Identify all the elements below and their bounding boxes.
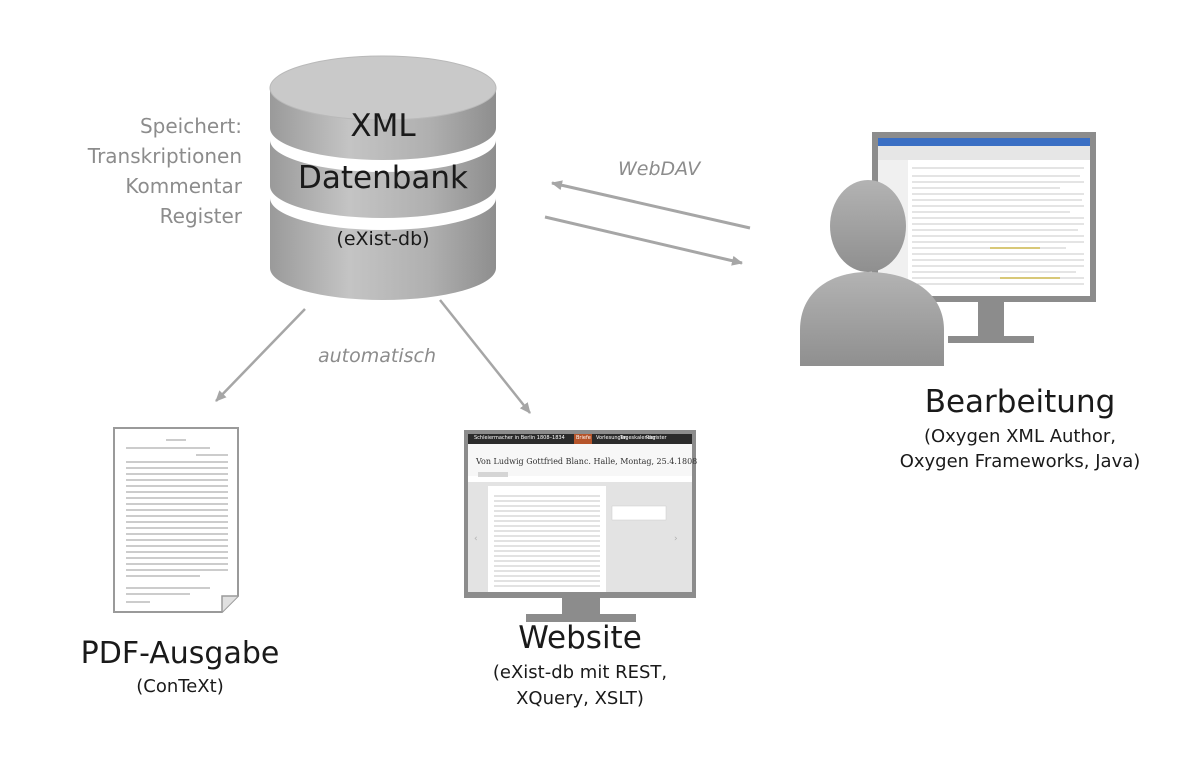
website-nav-item-register: Register [646,435,667,441]
pdf-title: PDF-Ausgabe [80,636,280,671]
website-page-heading: Von Ludwig Gottfried Blanc. Halle, Monta… [476,457,698,466]
website-nav-item-briefe: Briefe [576,435,591,441]
website-nav-item-tageskalender: Tageskalender [620,435,656,441]
database-subtitle: (eXist-db) [336,228,430,250]
editing-tools-line2: Oxygen Frameworks, Java) [899,451,1141,472]
arrow-to-website [439,299,531,414]
automatic-label: automatisch [318,345,437,367]
webdav-arrows [544,180,751,266]
webdav-label: WebDAV [618,158,701,180]
storage-item-transkriptionen: Transkriptionen [87,144,242,168]
website-tech-line1: (eXist-db mit REST, [492,662,668,683]
website-nav-item-vorlesungen: Vorlesungen [596,435,627,441]
pdf-tool: (ConTeXt) [136,676,224,697]
website-nav-brand: Schleiermacher in Berlin 1808–1834 [474,435,565,441]
database-title-line2: Datenbank [297,160,468,196]
storage-item-kommentar: Kommentar [125,174,242,198]
editing-title: Bearbeitung [924,384,1116,420]
database-title-line1: XML [350,108,416,144]
website-title: Website [518,620,642,656]
svg-text:›: › [674,534,678,544]
svg-text:‹: ‹ [474,534,478,544]
storage-heading: Speichert: [139,114,242,138]
editor-monitor-icon [872,132,1096,343]
person-icon [800,180,944,366]
website-tech-line2: XQuery, XSLT) [516,688,644,709]
storage-item-register: Register [159,204,242,228]
editing-tools-line1: (Oxygen XML Author, [923,426,1117,447]
website-monitor-icon: ‹ › [464,430,696,622]
pdf-document-icon [113,427,239,613]
database-icon [269,55,497,300]
arrow-to-pdf [215,308,306,402]
